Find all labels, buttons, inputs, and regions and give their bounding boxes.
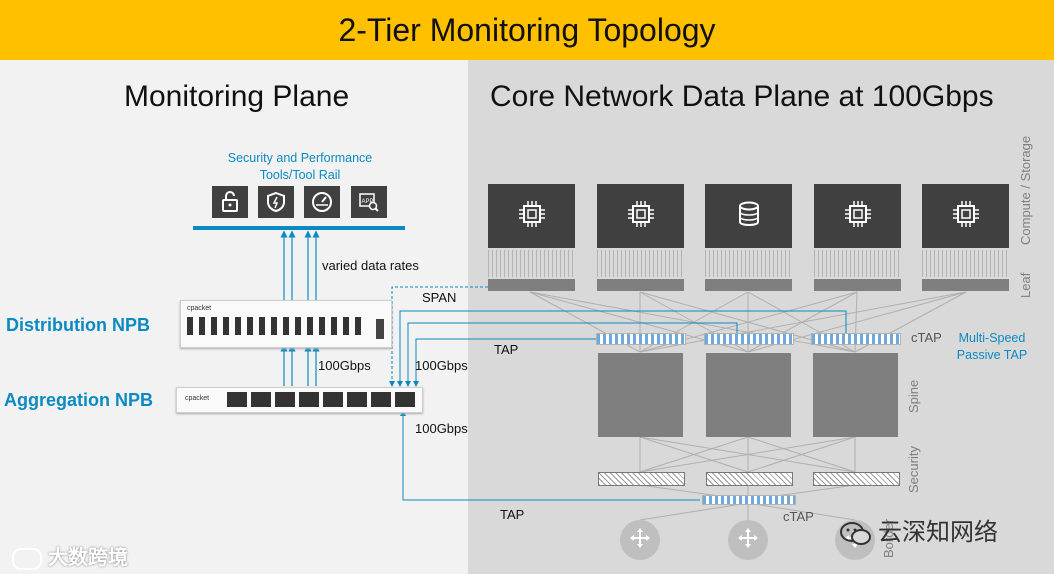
ctap-label-top: cTAP <box>911 330 942 345</box>
distribution-npb-label: Distribution NPB <box>6 315 150 335</box>
lock-icon <box>212 186 248 218</box>
leaf-switch-1 <box>488 279 575 291</box>
watermark-left-text: 大数跨境 <box>48 547 128 569</box>
database-icon <box>734 199 764 234</box>
tool-rail-line2: Tools/Tool Rail <box>259 168 341 182</box>
leaf-switch-2 <box>597 279 684 291</box>
dist-to-tools-arrows <box>280 230 320 300</box>
border-router-1 <box>620 520 660 560</box>
spine-switch-2 <box>706 353 791 437</box>
app-search-icon: APP <box>351 186 387 218</box>
security-appliance-3 <box>813 472 900 486</box>
cpu-icon <box>626 199 656 234</box>
ctap-device-3 <box>811 333 901 345</box>
core-plane-heading: Core Network Data Plane at 100Gbps <box>490 80 994 113</box>
watermark-logo-icon <box>12 547 42 570</box>
layer-label-compute: Compute / Storage <box>1018 135 1033 245</box>
span-label: SPAN <box>422 290 457 305</box>
layer-label-security: Security <box>906 446 921 493</box>
server-ports-2 <box>597 250 684 277</box>
aggregation-npb-device: cpacket <box>176 387 423 413</box>
shield-icon <box>258 186 294 218</box>
tool-rail-bar <box>193 226 405 230</box>
gauge-icon <box>304 186 340 218</box>
multispeed-line2: Passive TAP <box>956 348 1028 362</box>
router-arrows-icon <box>628 526 652 555</box>
leaf-switch-3 <box>705 279 792 291</box>
tool-rail-caption: Security and Performance Tools/Tool Rail <box>200 150 400 184</box>
ctap-label-bottom: cTAP <box>783 509 814 524</box>
tap-bottom-link <box>400 410 700 501</box>
server-ports-1 <box>488 250 575 277</box>
leaf-switch-5 <box>922 279 1009 291</box>
border-router-2 <box>728 520 768 560</box>
distribution-brand: cpacket <box>187 305 212 312</box>
aggregation-npb-label: Aggregation NPB <box>4 390 154 410</box>
compute-server-2 <box>597 184 684 248</box>
rate-100g-bottom: 100Gbps <box>415 421 468 436</box>
server-ports-3 <box>705 250 792 277</box>
core-plane-panel <box>468 60 1054 574</box>
server-ports-5 <box>922 250 1009 277</box>
watermark-left: 大数跨境 <box>12 541 128 570</box>
aggregation-ports <box>227 392 417 407</box>
multispeed-tap-caption: Multi-Speed Passive TAP <box>948 330 1036 364</box>
compute-server-1 <box>488 184 575 248</box>
span-link <box>389 286 488 387</box>
tap-label-top: TAP <box>494 342 519 357</box>
monitoring-plane-heading: Monitoring Plane <box>124 80 350 113</box>
distribution-ports <box>187 317 367 335</box>
storage-server <box>705 184 792 248</box>
distribution-uplinks <box>376 319 384 339</box>
tool-rail-line1: Security and Performance <box>227 151 373 165</box>
distribution-npb-device: cpacket <box>180 300 392 348</box>
security-appliance-1 <box>598 472 685 486</box>
cpu-icon <box>951 199 981 234</box>
tap-label-bottom: TAP <box>500 507 525 522</box>
aggregation-brand: cpacket <box>185 395 210 402</box>
spine-switch-1 <box>598 353 683 437</box>
layer-label-spine: Spine <box>906 379 921 413</box>
compute-server-4 <box>922 184 1009 248</box>
spine-switch-3 <box>813 353 898 437</box>
server-ports-4 <box>814 250 901 277</box>
agg-to-dist-arrows <box>280 344 320 386</box>
cpu-icon <box>843 199 873 234</box>
cpu-icon <box>517 199 547 234</box>
rate-100g-dist: 100Gbps <box>318 358 371 373</box>
ctap-device-2 <box>704 333 794 345</box>
svg-text:APP: APP <box>362 199 374 205</box>
title-bar: 2-Tier Monitoring Topology <box>0 0 1054 60</box>
compute-server-3 <box>814 184 901 248</box>
router-arrows-icon <box>736 526 760 555</box>
multispeed-line1: Multi-Speed <box>958 331 1026 345</box>
wechat-icon <box>840 521 872 547</box>
watermark-right: 云深知网络 <box>840 512 998 547</box>
leaf-switch-4 <box>814 279 901 291</box>
varied-rates-label: varied data rates <box>322 258 419 273</box>
page-title: 2-Tier Monitoring Topology <box>338 11 716 48</box>
watermark-right-text: 云深知网络 <box>878 519 998 546</box>
security-appliance-2 <box>706 472 793 486</box>
ctap-device-border <box>702 495 796 505</box>
rate-100g-span: 100Gbps <box>415 358 468 373</box>
ctap-device-1 <box>596 333 686 345</box>
layer-label-leaf: Leaf <box>1018 272 1033 298</box>
